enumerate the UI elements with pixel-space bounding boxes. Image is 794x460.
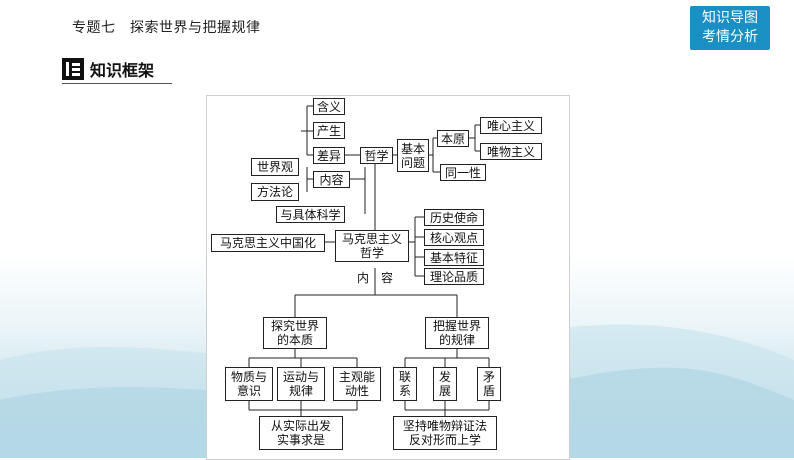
section-header: 知识框架 [62, 57, 154, 81]
section-icon [62, 58, 84, 80]
node-shishi-qiushi: 从实际出发 实事求是 [259, 416, 343, 450]
node-hexin-guandian: 核心观点 [424, 229, 484, 246]
node-bianzhengfa: 坚持唯物辩证法 反对形而上学 [393, 416, 497, 450]
node-yundong-guilv: 运动与 规律 [277, 367, 325, 401]
node-makesi-zhexue: 马克思主义 哲学 [335, 230, 409, 262]
node-jiben-tezheng: 基本特征 [424, 249, 484, 266]
node-zhongguohua: 马克思主义中国化 [211, 234, 325, 252]
section-title: 知识框架 [90, 61, 155, 80]
node-maodun: 矛 盾 [477, 367, 501, 401]
corner-button-line2: 考情分析 [702, 29, 758, 45]
node-weixin: 唯心主义 [480, 117, 542, 134]
node-weiwu: 唯物主义 [480, 143, 542, 160]
node-chayi: 差异 [313, 147, 345, 164]
node-neirong-box: 内容 [313, 171, 350, 188]
corner-button-line1: 知识导图 [702, 10, 758, 26]
node-benyuan: 本原 [437, 130, 469, 147]
node-fangfalun: 方法论 [251, 183, 299, 201]
node-hanyi: 含义 [313, 98, 345, 115]
node-lilun-pinzhi: 理论品质 [424, 268, 484, 285]
mindmap-analysis-button[interactable]: 知识导图 考情分析 [690, 6, 770, 50]
node-shijieguan: 世界观 [251, 158, 299, 176]
node-chansheng: 产生 [313, 122, 345, 139]
node-jiben-wenti: 基本 问题 [397, 139, 429, 172]
node-zhexue: 哲学 [360, 147, 393, 164]
section-underline [62, 83, 172, 84]
node-zhuguan-nengdong: 主观能 动性 [333, 367, 381, 401]
topic-title: 专题七 探索世界与把握规律 [72, 20, 261, 36]
node-wuzhi-yishi: 物质与 意识 [225, 367, 273, 401]
node-juti-kexue: 与具体科学 [276, 206, 345, 223]
label-neirong: 内 容 [356, 271, 393, 285]
node-tanjiu: 探究世界 的本质 [263, 317, 327, 349]
node-tongyixing: 同一性 [440, 164, 486, 181]
node-bawo: 把握世界 的规律 [425, 317, 489, 349]
node-lishi-shiming: 历史使命 [424, 209, 484, 226]
node-lianxi: 联 系 [393, 367, 417, 401]
node-fazhan: 发 展 [433, 367, 457, 401]
knowledge-framework-diagram: 含义 产生 差异 哲学 基本 问题 本原 唯心主义 唯物主义 同一性 世界观 方… [206, 95, 570, 460]
